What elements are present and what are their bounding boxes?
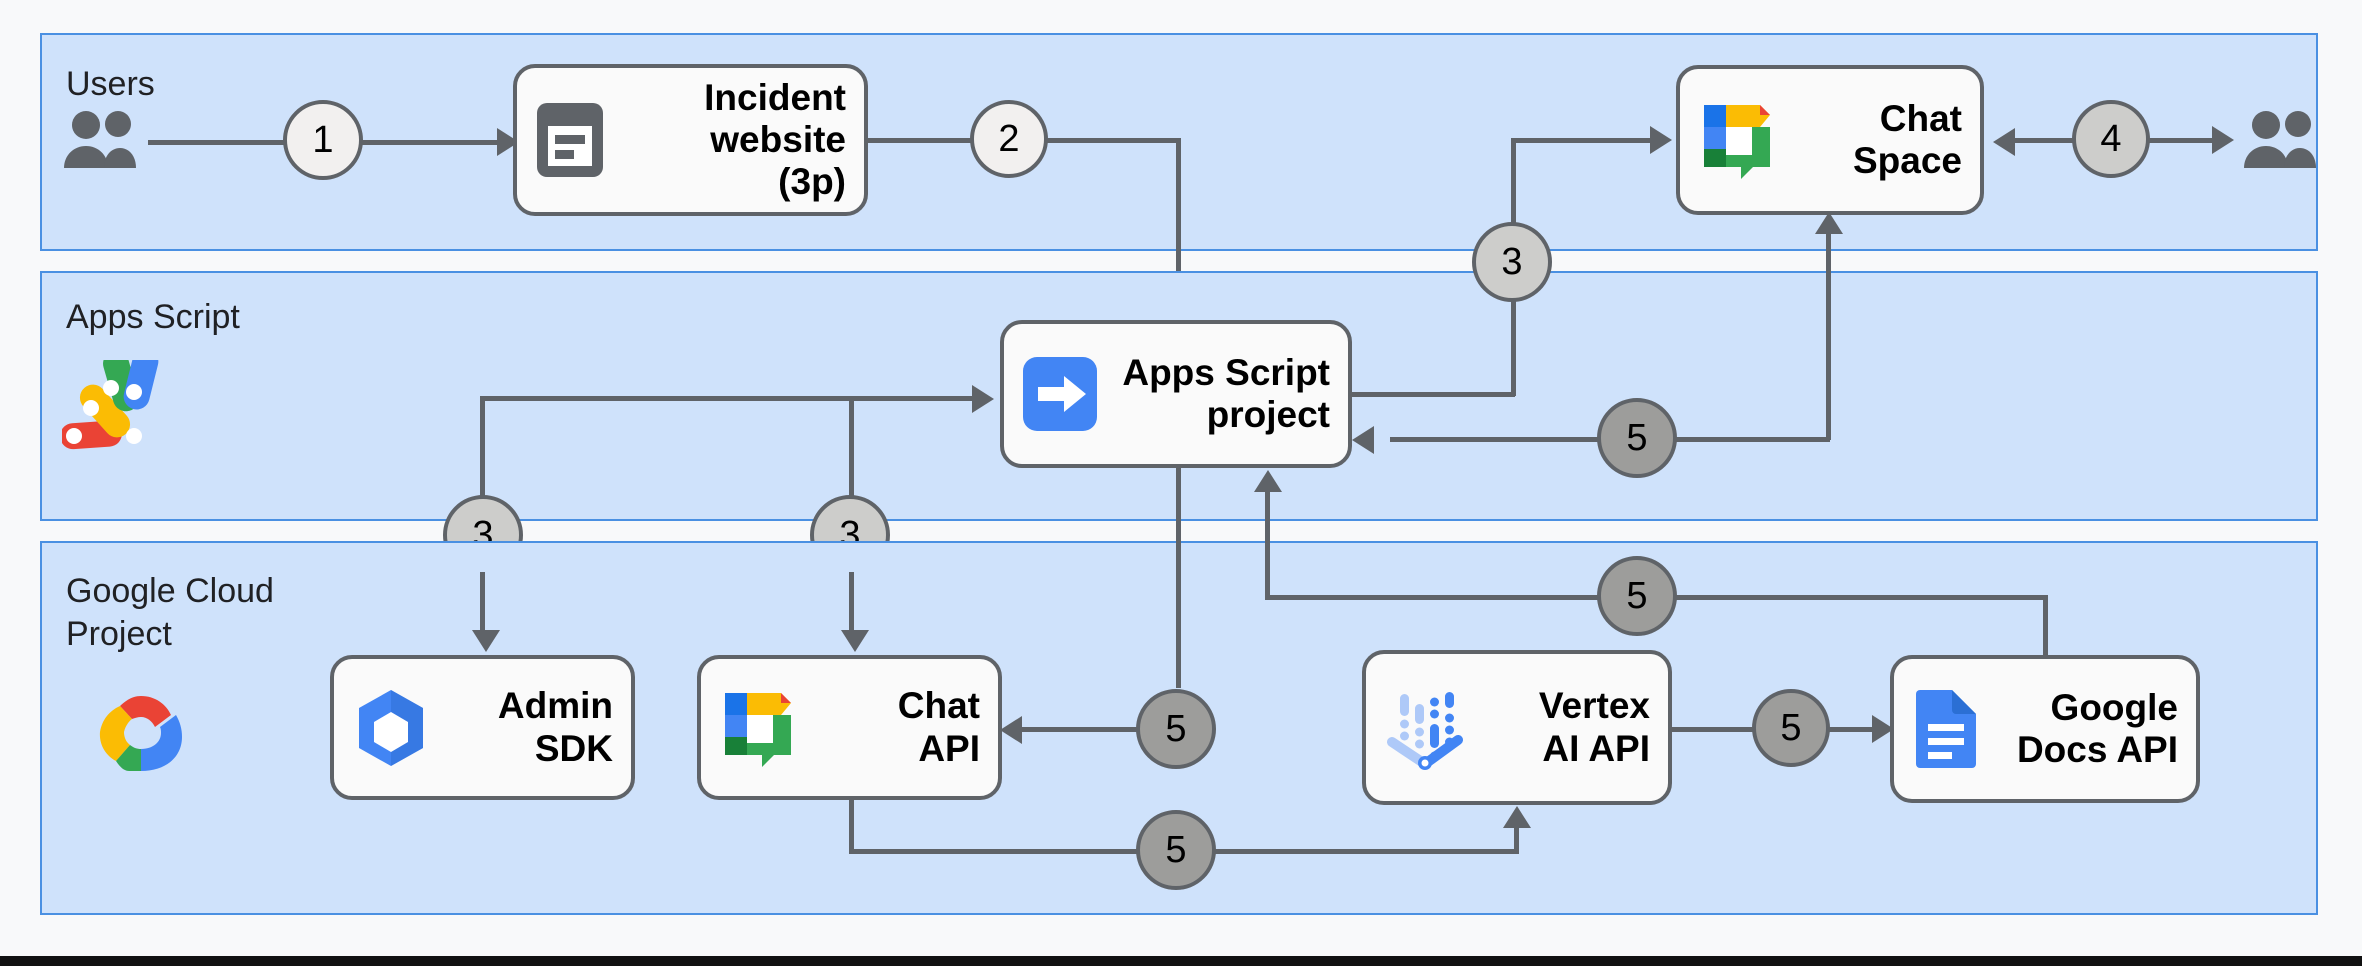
- incident-website-icon: [535, 101, 605, 179]
- apps-script-logo: [60, 348, 162, 450]
- apps-script-project-icon: [1022, 356, 1098, 432]
- step-4-marker: 4: [2072, 100, 2150, 178]
- arrow-to-chat-space-bottom: [1815, 212, 1843, 234]
- connector-step2-right: [1045, 138, 1180, 143]
- arrow-to-chat-space-right: [1993, 128, 2015, 156]
- panel-users-label: Users: [66, 65, 155, 103]
- connector-step2-down: [1176, 138, 1181, 318]
- connector-step5-to-chat-api: [1020, 727, 1140, 732]
- node-apps-script-project-label: Apps Script project: [1122, 351, 1330, 435]
- panel-google-cloud-label: Google Cloud Project: [66, 572, 274, 653]
- admin-sdk-icon: [352, 688, 430, 768]
- connector-chatspace-to-step4: [2013, 138, 2081, 143]
- arrow-to-apps-script-project-right: [1352, 426, 1374, 454]
- node-apps-script-project[interactable]: Apps Script project: [1000, 320, 1352, 468]
- step-5-vertexdocs-marker: 5: [1752, 689, 1830, 767]
- node-incident-website[interactable]: Incident website (3p): [513, 64, 868, 216]
- arrow-to-admin-sdk: [472, 630, 500, 652]
- connector-step4-to-users: [2147, 138, 2217, 143]
- connector-rail-chatapi-down: [849, 396, 854, 526]
- connector-step5-docs-up-to-script: [1265, 490, 1270, 598]
- connector-vertex-to-step5: [1670, 727, 1760, 732]
- node-admin-sdk-label: Admin SDK: [497, 685, 613, 769]
- connector-step3-into-chatspace: [1511, 138, 1651, 143]
- connector-rail-to-script-top: [480, 396, 975, 401]
- vertex-ai-icon: [1384, 686, 1466, 770]
- connector-step5-to-docs: [1828, 727, 1888, 732]
- arrow-to-chat-api-right: [1000, 716, 1022, 744]
- window-bottom-bar: [0, 956, 2362, 966]
- node-vertex-ai-api-label: Vertex AI API: [1538, 685, 1650, 769]
- step-3-chatspace-marker: 3: [1472, 222, 1552, 302]
- google-docs-icon: [1912, 688, 1978, 770]
- arrow-to-vertex-ai-api: [1503, 806, 1531, 828]
- panel-apps-script-label: Apps Script: [66, 298, 240, 336]
- connector-chatspace-down: [1826, 222, 1831, 440]
- node-chat-api[interactable]: Chat API: [697, 655, 1002, 800]
- node-chat-space[interactable]: Chat Space: [1676, 65, 1984, 215]
- connector-rail-admin-down: [480, 396, 485, 526]
- step-1-marker: 1: [283, 100, 363, 180]
- arrow-to-apps-script-project-bottom: [1254, 470, 1282, 492]
- users-group-icon-left: [60, 110, 146, 172]
- arrow-to-chat-api: [841, 630, 869, 652]
- google-chat-icon-api: [719, 689, 797, 767]
- connector-script-down-to-chatapi: [1176, 466, 1181, 688]
- node-incident-website-label: Incident website (3p): [704, 76, 846, 203]
- connector-step1-to-website: [360, 140, 500, 145]
- step-5-chatspace-marker: 5: [1597, 398, 1677, 478]
- step-5-chatapi-marker: 5: [1136, 689, 1216, 769]
- node-google-docs-api[interactable]: Google Docs API: [1890, 655, 2200, 803]
- google-cloud-logo: [88, 690, 194, 776]
- node-admin-sdk[interactable]: Admin SDK: [330, 655, 635, 800]
- connector-step3-to-admin-sdk: [480, 572, 485, 634]
- connector-step3-to-chat-api: [849, 572, 854, 634]
- connector-website-to-step2: [866, 138, 976, 143]
- node-vertex-ai-api[interactable]: Vertex AI API: [1362, 650, 1672, 805]
- node-chat-api-label: Chat API: [897, 685, 980, 769]
- step-5-chatapi-vertex-marker: 5: [1136, 810, 1216, 890]
- users-group-icon-right: [2240, 110, 2326, 172]
- node-google-docs-api-label: Google Docs API: [2016, 686, 2178, 770]
- step-2-marker: 2: [970, 100, 1048, 178]
- arrow-to-chat-space-left: [1650, 126, 1672, 154]
- arrow-to-users-right: [2212, 126, 2234, 154]
- connector-chatapi-down: [849, 798, 854, 852]
- connector-script-to-step3-chatspace: [1350, 392, 1515, 397]
- step-5-docs-marker: 5: [1597, 556, 1677, 636]
- connector-step5-up-to-vertex: [1514, 826, 1519, 854]
- arrow-to-google-docs-api: [1872, 715, 1894, 743]
- arrow-to-apps-script-project-left: [972, 385, 994, 413]
- google-chat-icon: [1698, 101, 1776, 179]
- connector-users-to-step1: [148, 140, 288, 145]
- node-chat-space-label: Chat Space: [1852, 97, 1962, 181]
- connector-docs-up: [2043, 595, 2048, 657]
